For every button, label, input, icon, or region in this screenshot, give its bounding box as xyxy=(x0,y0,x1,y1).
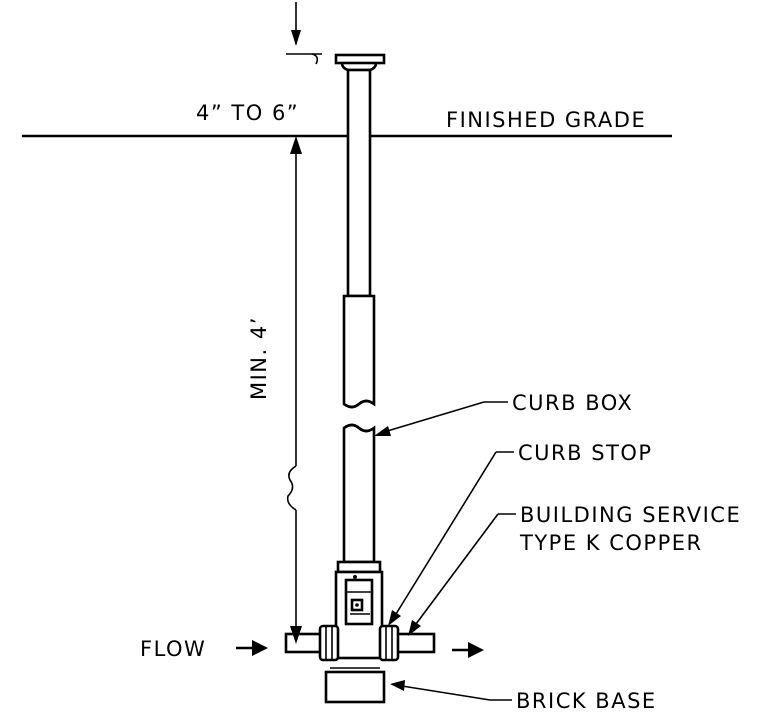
curb-box-lid xyxy=(334,53,386,72)
brick-base-label: BRICK BASE xyxy=(516,689,657,713)
curb-stop-valve xyxy=(334,560,384,660)
flow-arrow-out xyxy=(452,642,484,658)
pipe-coupling-left xyxy=(318,624,340,662)
min-depth-label: MIN. 4’ xyxy=(247,316,271,400)
curb-stop-label: CURB STOP xyxy=(518,441,653,465)
curb-box-lower-section xyxy=(342,294,376,409)
curb-box-leader xyxy=(374,401,508,436)
building-service-leader xyxy=(408,513,516,636)
brick-base xyxy=(324,667,386,704)
height-above-grade-dimension xyxy=(286,2,322,65)
curb-stop-leader xyxy=(388,451,514,626)
building-service-label-line1: BUILDING SERVICE xyxy=(520,503,741,527)
brick-base-leader xyxy=(390,680,512,701)
flow-label: FLOW xyxy=(140,637,206,661)
building-service-label-line2: TYPE K COPPER xyxy=(519,531,703,555)
min-depth-dimension xyxy=(286,136,302,644)
curb-box-label: CURB BOX xyxy=(512,391,633,415)
curb-box-upper-riser xyxy=(346,68,372,298)
curb-box-base-section xyxy=(342,423,376,564)
finished-grade-label: FINISHED GRADE xyxy=(446,108,646,132)
flow-arrow-in xyxy=(236,640,268,656)
depth-range-label: 4” TO 6” xyxy=(196,101,299,125)
pipe-coupling-right xyxy=(378,624,400,662)
